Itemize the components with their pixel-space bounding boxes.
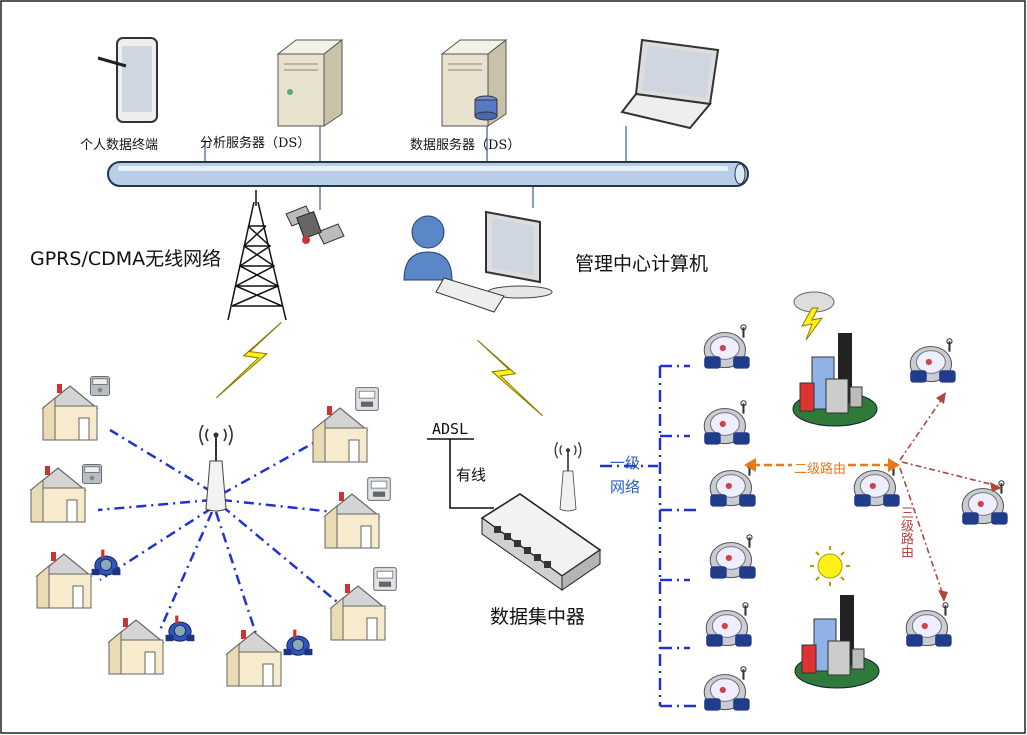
satellite-icon xyxy=(285,205,345,245)
adsl-wired-line xyxy=(427,438,494,509)
water-meter-icon xyxy=(703,323,751,370)
house-icon xyxy=(330,583,386,641)
gas-meter-icon xyxy=(90,375,110,397)
radio-tower-icon xyxy=(227,190,287,321)
house-group xyxy=(30,375,397,687)
water-meter-icon xyxy=(703,665,751,712)
water-meter-icon xyxy=(853,461,901,508)
house-icon xyxy=(30,465,86,523)
network-bus xyxy=(107,161,749,187)
database-icon xyxy=(440,38,508,127)
concentrator-label: 数据集中器 xyxy=(490,606,586,628)
thunder-cloud-icon xyxy=(793,291,835,341)
level3-routes xyxy=(899,395,999,599)
water-meter-icon xyxy=(709,533,757,580)
lightning-bolt-icon xyxy=(476,339,544,417)
gprs-label: GPRS/CDMA无线网络 xyxy=(30,248,222,270)
mgmt-computer-label: 管理中心计算机 xyxy=(575,253,709,275)
water-meter-icon xyxy=(165,615,195,642)
terminal-label: 个人数据终端 xyxy=(80,138,159,153)
level3-arrowheads xyxy=(936,392,1002,602)
wired-label: 有线 xyxy=(456,466,487,484)
data-concentrator-icon xyxy=(480,493,602,591)
level3-route-label: 三级路由 xyxy=(898,506,913,558)
keyboard-icon xyxy=(435,277,505,313)
sun-icon xyxy=(810,546,850,586)
electric-meter-icon xyxy=(367,477,391,501)
house-icon xyxy=(226,629,282,687)
data-server-label: 数据服务器（DS） xyxy=(410,138,521,153)
tablet-icon xyxy=(97,37,158,123)
meter-column xyxy=(703,323,757,712)
water-meter-icon xyxy=(91,549,121,576)
house-icon xyxy=(108,617,164,675)
adsl-label: ADSL xyxy=(432,420,469,438)
level2-route xyxy=(744,458,900,472)
server-icon xyxy=(276,38,344,127)
antenna-icon xyxy=(198,423,234,513)
water-meter-icon xyxy=(703,399,751,446)
laptop-icon xyxy=(620,38,720,130)
building-icon xyxy=(794,594,880,689)
level2-route-label: 二级路由 xyxy=(792,458,849,477)
level1-label-line1: 一级 xyxy=(610,454,641,472)
lightning-bolt-icon xyxy=(215,321,283,399)
level1-label-line2: 网络 xyxy=(610,478,641,496)
level1-network-links xyxy=(600,364,700,708)
water-meter-icon xyxy=(961,479,1009,526)
water-meter-icon xyxy=(283,629,313,656)
house-icon xyxy=(42,383,98,441)
water-meter-icon xyxy=(709,461,757,508)
house-icon xyxy=(312,405,368,463)
electric-meter-icon xyxy=(373,567,397,591)
water-meter-icon xyxy=(705,601,753,648)
water-meter-icon xyxy=(905,601,953,648)
house-icon xyxy=(36,551,92,609)
user-icon xyxy=(403,215,453,281)
electric-meter-icon xyxy=(355,387,379,411)
gas-meter-icon xyxy=(82,463,102,485)
antenna-icon xyxy=(554,441,582,512)
analysis-server-label: 分析服务器（DS） xyxy=(200,136,311,151)
building-icon xyxy=(792,332,878,427)
monitor-icon xyxy=(485,210,553,299)
bus-drop-lines xyxy=(204,126,627,210)
star-network-links xyxy=(97,428,343,641)
water-meter-icon xyxy=(909,337,957,384)
